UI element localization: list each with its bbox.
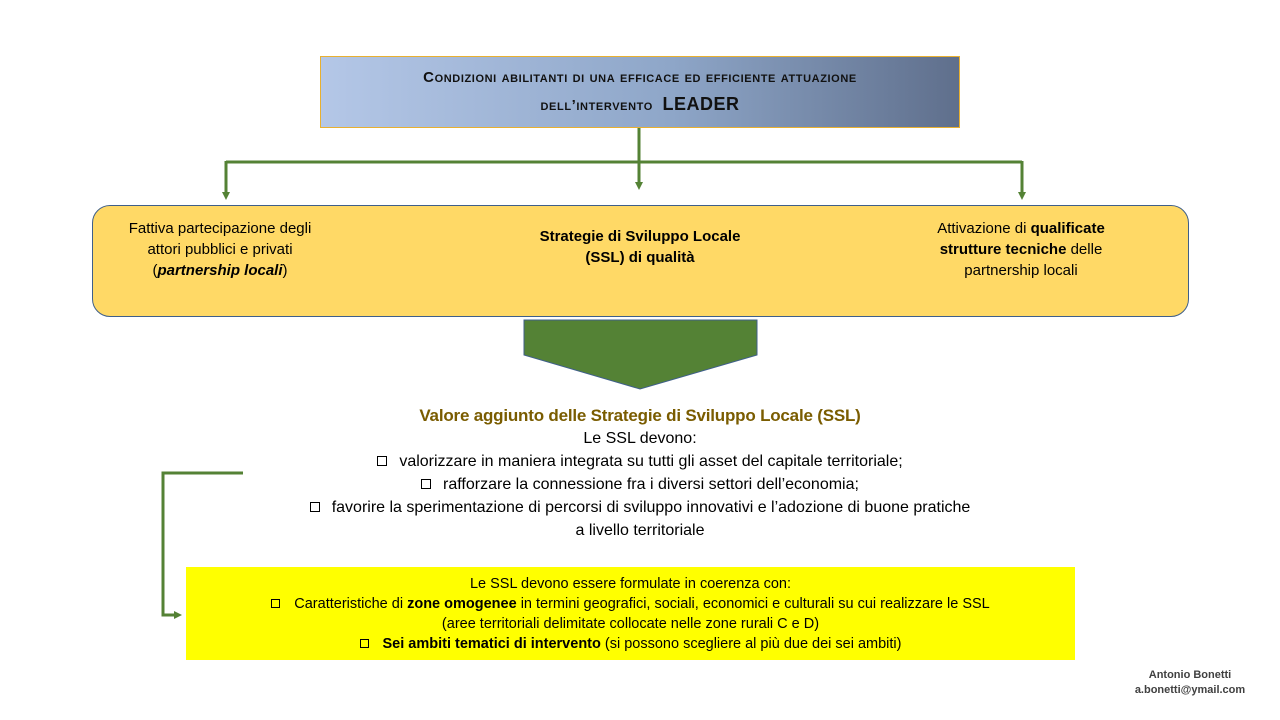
value-added-item-3: favorire la sperimentazione di percorsi …: [180, 496, 1100, 519]
title-text: Condizioni abilitanti di una efficace ed…: [423, 65, 857, 119]
author-name: Antonio Bonetti: [1148, 669, 1232, 681]
pillar-right-suffix: delle partnership locali: [964, 241, 1103, 279]
constraints-item-1-bold: zone omogenee: [407, 596, 517, 612]
value-added-intro: Le SSL devono:: [583, 430, 697, 447]
constraints-item-2-suffix: (si possono scegliere al più due dei sei…: [600, 636, 902, 652]
constraints-item-1-suffix: in termini geografici, sociali, economic…: [516, 596, 990, 612]
constraints-intro: Le SSL devono essere formulate in coeren…: [469, 576, 792, 592]
value-added-item-2-text: rafforzare la connessione fra i diversi …: [443, 476, 859, 493]
title-line-2: dell’intervento: [540, 97, 653, 114]
constraints-box: Le SSL devono essere formulate in coeren…: [186, 567, 1075, 660]
author-email: a.bonetti@ymail.com: [1134, 684, 1246, 696]
pillar-center-line-1: Strategie di Sviluppo Locale: [539, 228, 741, 245]
title-line-1: Condizioni abilitanti di una efficace ed…: [423, 69, 857, 86]
pillar-right-text: Attivazione di: [937, 220, 1031, 237]
checkbox-bullet-icon: [309, 502, 320, 512]
pillar-strategies: Strategie di Sviluppo Locale (SSL) di qu…: [505, 226, 775, 268]
pillar-left-close: ): [282, 262, 288, 279]
checkbox-bullet-icon: [421, 479, 432, 489]
pillar-left-text: Fattiva partecipazione degli attori pubb…: [128, 220, 312, 279]
pillar-center-line-2: (SSL) di qualità: [585, 249, 695, 266]
pillar-right-emphasis: qualificate strutture tecniche: [939, 220, 1105, 258]
constraints-item-1: Caratteristiche di zone omogenee in term…: [186, 594, 1075, 614]
pillar-participation: Fattiva partecipazione degli attori pubb…: [128, 218, 312, 281]
connector-elbow: [161, 471, 243, 619]
value-added-item-1: valorizzare in maniera integrata su tutt…: [180, 450, 1100, 473]
author-signature: Antonio Bonetti a.bonetti@ymail.com: [1120, 668, 1260, 698]
value-added-item-3-text: favorire la sperimentazione di percorsi …: [331, 499, 971, 516]
down-chevron-shape: [523, 319, 758, 390]
title-banner: Condizioni abilitanti di una efficace ed…: [320, 56, 960, 128]
pillars-box: [92, 205, 1189, 317]
constraints-item-2: Sei ambiti tematici di intervento (si po…: [186, 634, 1075, 654]
constraints-item-2-bold: Sei ambiti tematici di intervento: [382, 636, 601, 652]
value-added-title: Valore aggiunto delle Strategie di Svilu…: [419, 406, 861, 425]
constraints-item-1-prefix: Caratteristiche di: [294, 596, 408, 612]
checkbox-bullet-icon: [271, 599, 281, 608]
constraints-item-1-note: (aree territoriali delimitate collocate …: [441, 616, 820, 632]
value-added-item-2: rafforzare la connessione fra i diversi …: [180, 473, 1100, 496]
title-leader: LEADER: [662, 94, 740, 114]
pillar-left-emphasis: partnership locali: [157, 262, 283, 279]
value-added-item-1-text: valorizzare in maniera integrata su tutt…: [399, 453, 903, 470]
checkbox-bullet-icon: [359, 639, 369, 648]
checkbox-bullet-icon: [377, 456, 388, 466]
pillar-technical-structures: Attivazione di qualificate strutture tec…: [916, 218, 1126, 281]
value-added-item-3-continuation: a livello territoriale: [575, 522, 705, 539]
value-added-section: Valore aggiunto delle Strategie di Svilu…: [180, 404, 1100, 542]
